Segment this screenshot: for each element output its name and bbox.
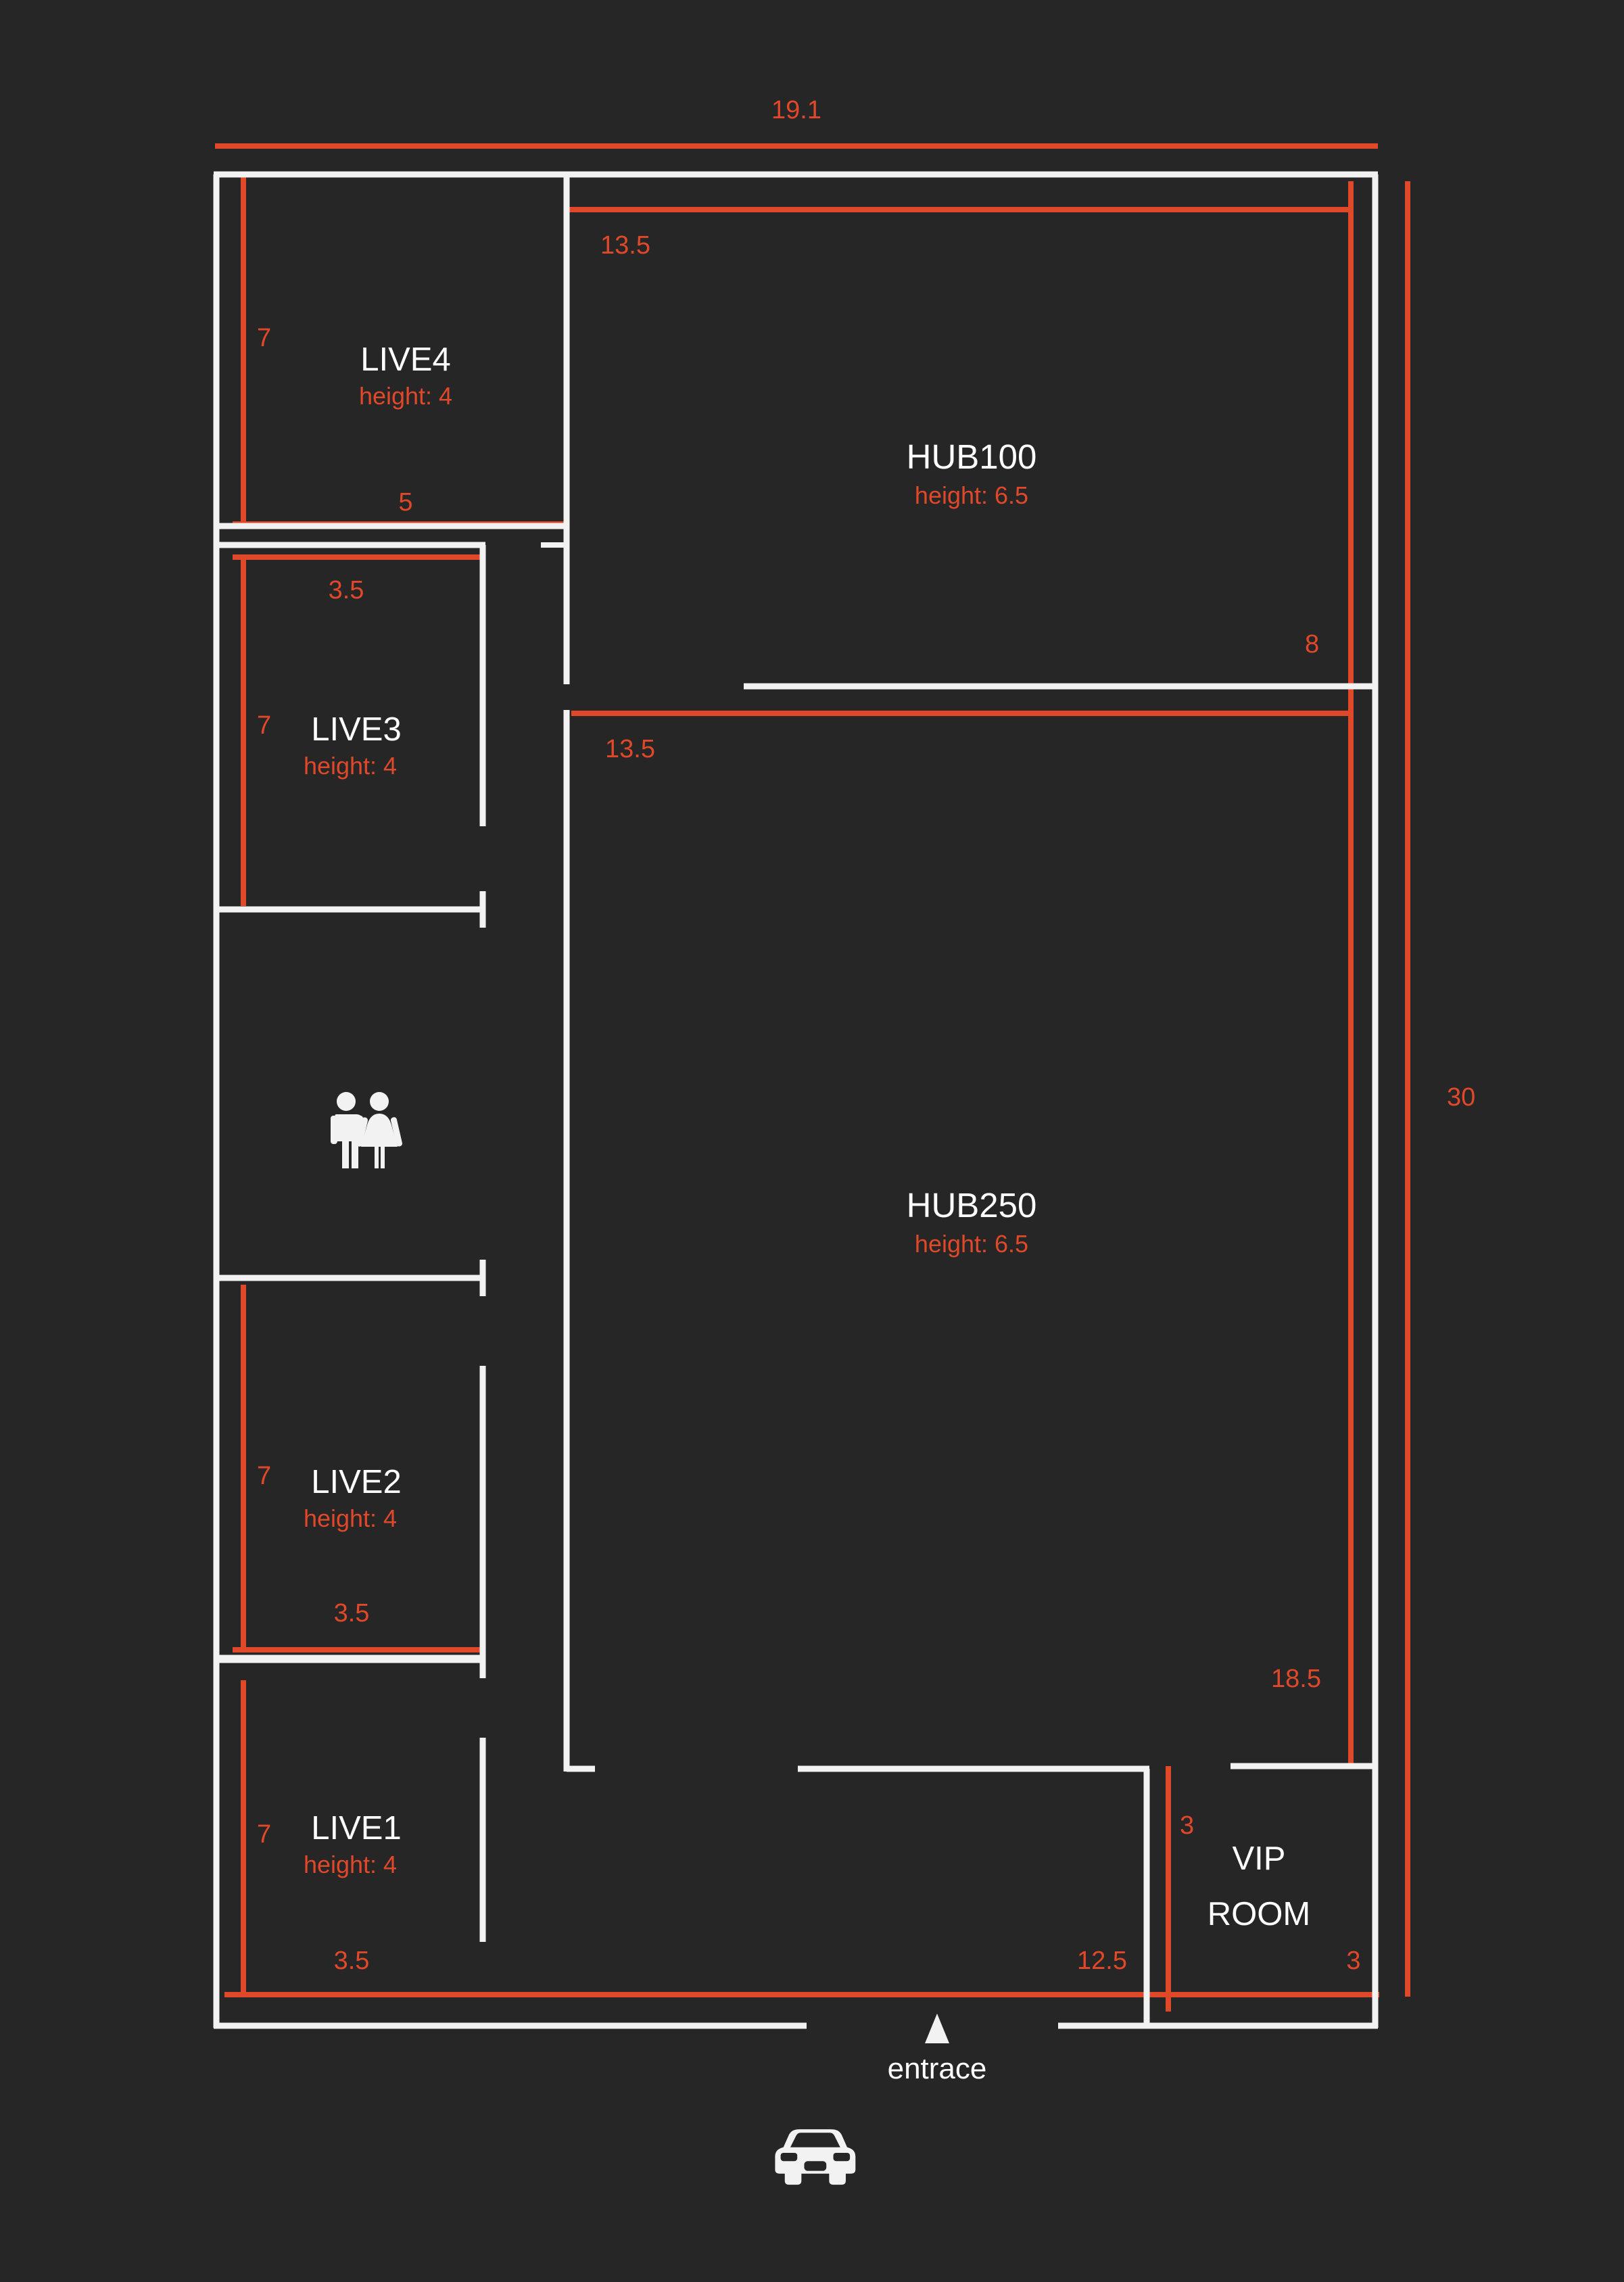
room-height-live4: height: 4 xyxy=(359,382,452,410)
triangle-up-icon xyxy=(925,2014,949,2043)
dim-label-live2-width: 3.5 xyxy=(334,1599,370,1627)
dim-label-live3-height: 7 xyxy=(257,711,271,740)
dim-label-live3-width: 3.5 xyxy=(329,576,364,604)
room-height-live3: height: 4 xyxy=(304,752,397,780)
room-label-vip-line2: ROOM xyxy=(1208,1896,1310,1932)
room-height-hub250: height: 6.5 xyxy=(915,1230,1028,1258)
dim-label-live2-height: 7 xyxy=(257,1462,271,1490)
room-label-hub100: HUB100 xyxy=(907,437,1037,476)
dim-label-live4-height: 7 xyxy=(257,324,271,352)
room-label-live4: LIVE4 xyxy=(360,341,450,378)
dim-label-bottom-corridor: 12.5 xyxy=(1077,1947,1127,1975)
room-label-hub250: HUB250 xyxy=(907,1186,1037,1225)
dim-label-hub250-width: 13.5 xyxy=(605,735,655,763)
dim-label-live4-width: 5 xyxy=(398,488,412,517)
dim-label-live1-width: 3.5 xyxy=(334,1947,370,1975)
dimension-lines xyxy=(215,143,1410,2012)
room-label-live3: LIVE3 xyxy=(311,711,401,748)
entrance-label: entrace xyxy=(888,2052,987,2085)
room-height-hub100: height: 6.5 xyxy=(915,481,1028,509)
dim-label-vip-height: 3 xyxy=(1180,1811,1194,1840)
dim-label-live1-height: 7 xyxy=(257,1820,271,1849)
dim-label-overall-height: 30 xyxy=(1447,1083,1475,1112)
dimension-labels: 19.1 30 7 5 13.5 8 13.5 18.5 3.5 7 7 3.5… xyxy=(257,96,1475,1975)
room-label-live1: LIVE1 xyxy=(311,1810,401,1847)
room-height-live1: height: 4 xyxy=(304,1851,397,1878)
room-labels: LIVE4 height: 4 LIVE3 height: 4 LIVE2 he… xyxy=(304,341,1310,1932)
room-label-vip-line1: VIP xyxy=(1233,1840,1286,1877)
car-icon xyxy=(775,2129,856,2185)
dim-label-vip-width: 3 xyxy=(1346,1947,1360,1975)
entrance-marker xyxy=(925,2014,949,2043)
walls xyxy=(213,171,1379,2029)
restroom-icon xyxy=(331,1092,403,1168)
dim-label-hub250-right: 18.5 xyxy=(1271,1665,1321,1693)
room-label-live2: LIVE2 xyxy=(311,1464,401,1500)
dim-label-overall-width: 19.1 xyxy=(771,96,821,124)
dim-label-hub100-width: 13.5 xyxy=(600,231,650,260)
dim-label-hub100-right: 8 xyxy=(1305,630,1319,659)
room-height-live2: height: 4 xyxy=(304,1504,397,1532)
